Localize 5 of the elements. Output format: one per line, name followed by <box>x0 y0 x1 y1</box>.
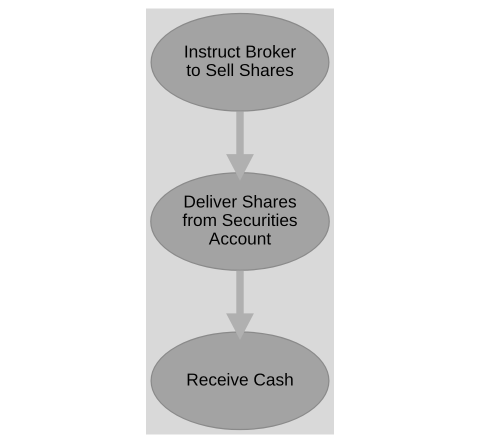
arrow <box>226 270 254 340</box>
node-ellipse: Deliver Shares from Securities Account <box>150 172 330 271</box>
arrow <box>226 111 254 181</box>
node-ellipse: Instruct Broker to Sell Shares <box>150 12 329 112</box>
node-ellipse: Receive Cash <box>150 331 329 430</box>
